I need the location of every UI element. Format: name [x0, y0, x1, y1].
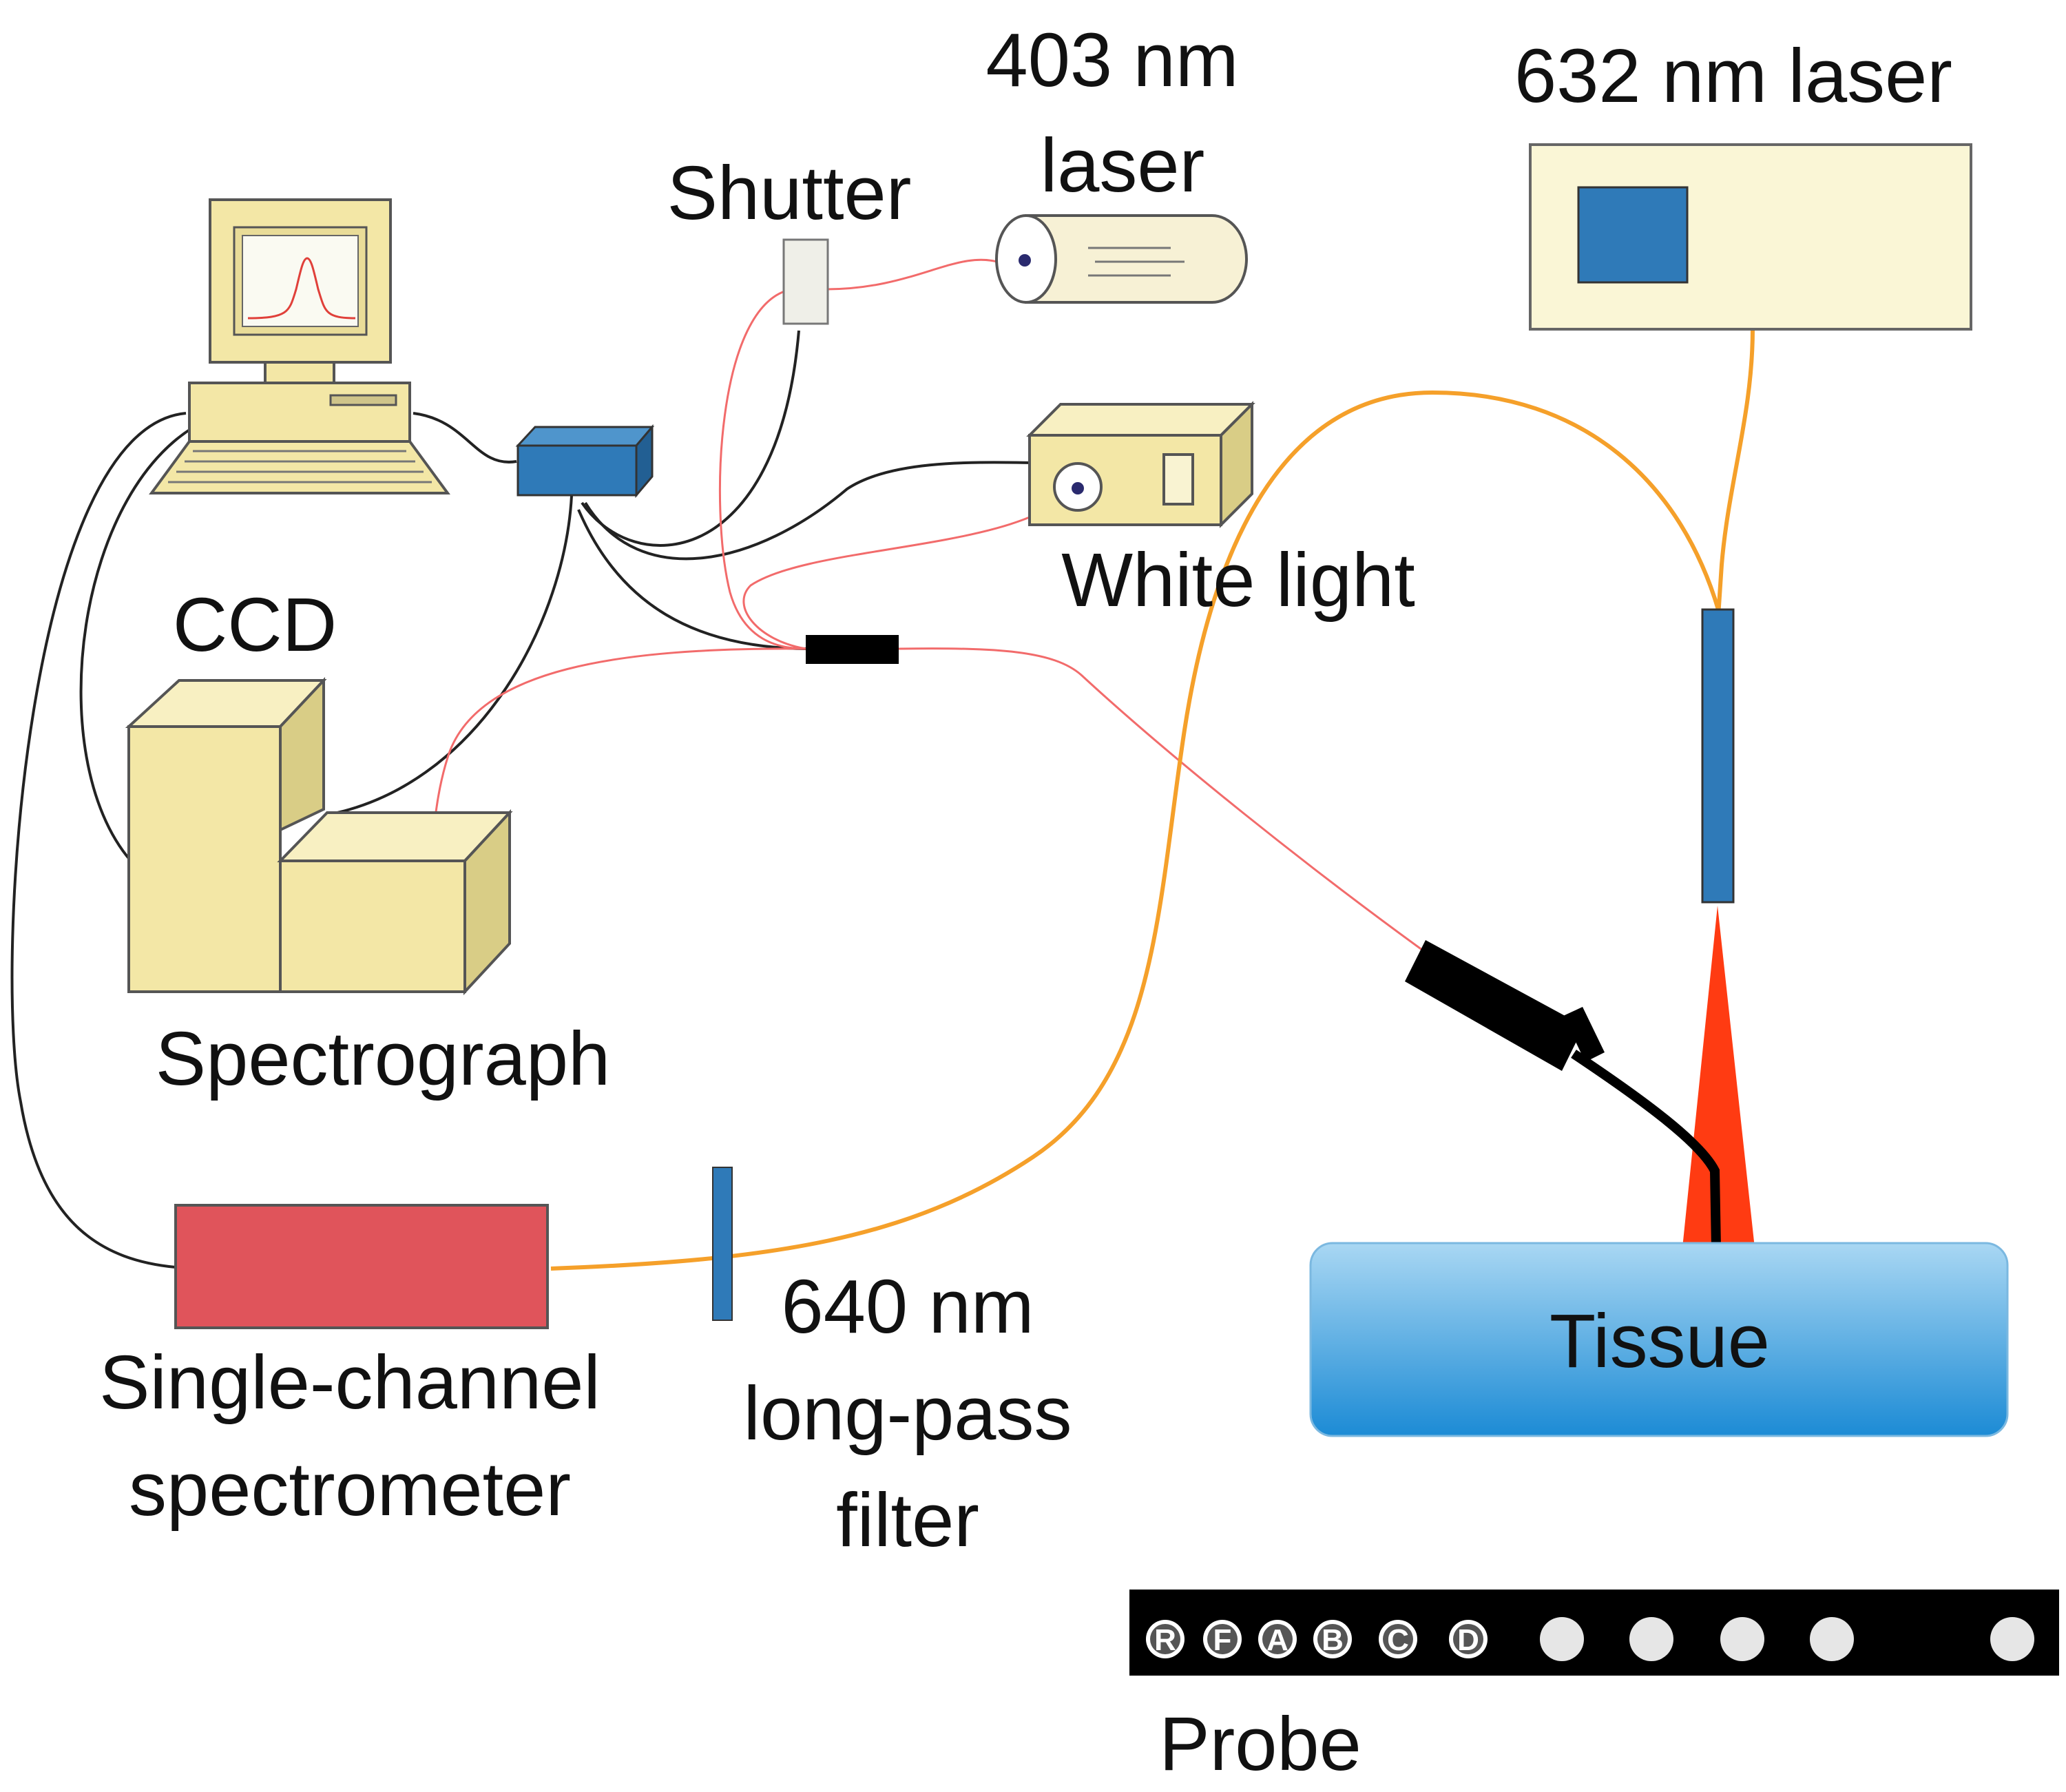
ccd-side	[279, 676, 325, 833]
ccd-front	[127, 725, 282, 993]
keyboard-keys	[168, 450, 432, 483]
fiber-632-laser-to-collimator	[1716, 329, 1755, 617]
laser-403-lines	[1088, 247, 1185, 277]
label-403-laser-line1: 403 nm	[986, 18, 1239, 103]
fiber-shutter-to-splitter	[718, 288, 806, 650]
label-filter-line2: long-pass	[744, 1371, 1072, 1456]
probe-channel-B: B	[1313, 1620, 1352, 1658]
label-spectrometer-line1: Single-channel	[99, 1340, 601, 1425]
monitor-screen	[242, 235, 359, 327]
cable-hub-to-ccd	[337, 495, 573, 814]
monitor-neck	[264, 361, 335, 384]
computer-base	[188, 382, 411, 443]
label-white-light: White light	[1061, 538, 1415, 623]
laser-403-dot	[1019, 254, 1031, 267]
probe-fiber-dot	[1540, 1617, 1584, 1661]
keyboard	[149, 440, 450, 494]
spectrograph-front	[279, 859, 466, 993]
label-filter-line3: filter	[836, 1478, 979, 1563]
computer	[149, 198, 450, 494]
cable-computer-to-hub	[413, 412, 517, 463]
whitelight-top	[1026, 403, 1255, 437]
cable-computer-to-ccd	[79, 419, 207, 862]
probe-tip	[1571, 1050, 1721, 1249]
laser-beam	[1682, 906, 1755, 1248]
laser-403	[995, 214, 1248, 304]
probe-channel-label: F	[1213, 1623, 1232, 1657]
cable-hub-to-splitter	[577, 509, 806, 650]
label-632-laser: 632 nm laser	[1514, 34, 1952, 118]
fiber-coupler	[806, 635, 899, 664]
cable-hub-to-shutter	[581, 330, 800, 547]
label-filter-line1: 640 nm	[782, 1264, 1034, 1349]
probe-channel-D: D	[1449, 1620, 1488, 1658]
white-light-source	[1026, 401, 1255, 528]
ccd-spectrograph	[125, 676, 513, 996]
probe-fiber-dot	[1990, 1617, 2034, 1661]
probe-channel-label: R	[1154, 1623, 1176, 1657]
whitelight-side	[1220, 401, 1253, 528]
laser-632	[1529, 143, 1972, 331]
label-tissue: Tissue	[1550, 1299, 1770, 1384]
hub-front	[516, 444, 638, 497]
whitelight-switch	[1162, 453, 1194, 506]
probe-channel-label: D	[1457, 1623, 1479, 1657]
probe-handle	[1405, 940, 1584, 1071]
probe-fiber-dot	[1629, 1617, 1673, 1661]
fiber-whitelight-to-splitter	[742, 490, 1072, 650]
hub-top	[515, 426, 655, 447]
probe-channel-label: A	[1266, 1623, 1288, 1657]
spectrum-curve	[247, 257, 356, 320]
fiber-probe	[1405, 940, 1721, 1249]
label-ccd: CCD	[173, 583, 337, 667]
whitelight-lamp-dot	[1072, 482, 1084, 494]
probe-channel-label: C	[1387, 1623, 1409, 1657]
probe-face: R F A B C D	[1129, 1590, 2059, 1676]
fiber-laser-to-shutter	[826, 258, 1003, 291]
probe-channel-R: R	[1146, 1620, 1185, 1658]
drive-slot	[329, 394, 397, 406]
cable-computer-to-spectrometer	[10, 412, 187, 1269]
label-spectrometer-line2: spectrometer	[129, 1447, 571, 1532]
single-channel-spectrometer	[174, 1204, 549, 1329]
probe-channel-label: B	[1322, 1623, 1344, 1657]
cable-hub-to-whitelight	[584, 461, 1034, 561]
label-403-laser-line2: laser	[1041, 123, 1204, 208]
tissue-block	[1309, 1242, 2009, 1437]
label-shutter: Shutter	[667, 151, 912, 236]
fiber-splitter-to-probe	[898, 647, 1433, 959]
laser-403-body	[1025, 214, 1248, 304]
probe-channel-A: A	[1258, 1620, 1297, 1658]
probe-fiber-dot	[1720, 1617, 1764, 1661]
long-pass-filter	[712, 1167, 733, 1321]
probe-channel-F: F	[1203, 1620, 1242, 1658]
probe-fiber-dot	[1810, 1617, 1854, 1661]
shutter	[782, 238, 829, 325]
hub-side	[635, 424, 654, 499]
label-probe: Probe	[1159, 1702, 1361, 1786]
laser-632-window	[1577, 186, 1689, 284]
fiber-collimator-to-spectrometer	[550, 390, 1720, 1271]
probe-collar	[1563, 1007, 1605, 1062]
label-spectrograph: Spectrograph	[156, 1017, 610, 1101]
spectrograph-side	[463, 809, 511, 996]
daq-hub	[515, 424, 655, 499]
data-cables	[10, 330, 1034, 1269]
probe-channel-C: C	[1379, 1620, 1417, 1658]
collimator-lens	[1701, 608, 1735, 904]
detection-fibers	[550, 329, 1755, 1271]
